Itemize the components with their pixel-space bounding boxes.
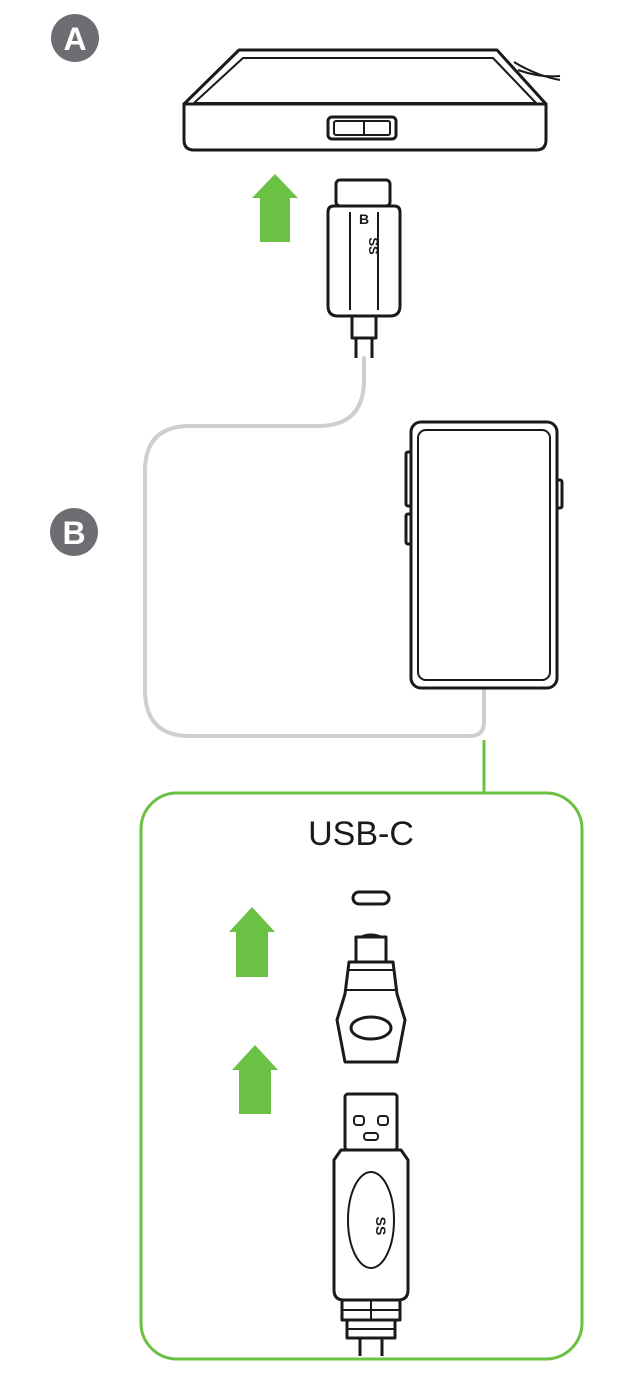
usb-c-adapter-icon [335,933,407,1064]
hard-drive-icon [182,48,561,152]
step-badge-b: B [50,508,98,556]
usb-cable [143,356,486,738]
step-badge-a-label: A [63,21,86,57]
connector-ss-mark: SS [366,237,381,255]
panel-title: USB-C [308,815,414,853]
usb-micro-b-connector-icon: B SS [326,178,402,358]
connector-b-label: B [359,211,369,227]
up-arrow-icon [232,1045,278,1114]
step-badge-a: A [51,14,99,62]
smartphone-icon [404,420,564,690]
usb-a-ss-mark: SS [373,1217,389,1236]
up-arrow-icon [229,907,275,977]
up-arrow-icon [252,174,298,242]
step-badge-b-label: B [62,515,85,551]
usb-c-port-icon [351,890,391,906]
usb-a-connector-icon: SS [332,1092,410,1356]
